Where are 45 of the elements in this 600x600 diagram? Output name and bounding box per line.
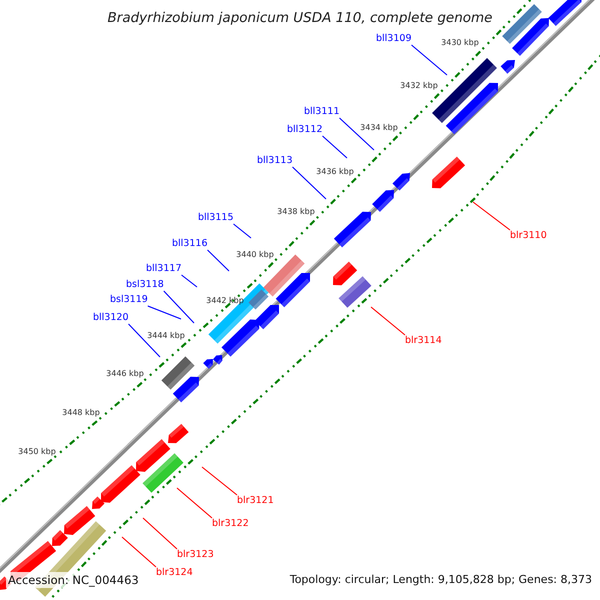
- leader-line: [176, 488, 212, 518]
- position-label: 3448 kbp: [62, 408, 100, 418]
- leader-line: [181, 274, 198, 288]
- genome-summary-text: Topology: circular; Length: 9,105,828 bp; Genes: 8,373: [288, 572, 594, 588]
- gene-label: bll3112: [287, 124, 322, 136]
- gene-label: bll3113: [257, 155, 292, 167]
- leader-line: [322, 136, 348, 158]
- gene-label: bll3115: [198, 212, 234, 224]
- leader-line: [292, 166, 326, 200]
- leader-line: [163, 290, 194, 324]
- gene-label: blr3121: [237, 495, 274, 507]
- gene-label: bll3120: [93, 312, 128, 324]
- gene-label: bsl3118: [126, 279, 164, 291]
- position-label: 3438 kbp: [277, 207, 315, 217]
- position-label: 3444 kbp: [147, 331, 185, 341]
- leader-line: [339, 118, 374, 150]
- leader-line: [411, 44, 448, 76]
- gene-label: bsl3119: [110, 294, 148, 306]
- leader-line: [147, 306, 182, 320]
- position-label: 3434 kbp: [360, 123, 398, 133]
- gene-label: blr3124: [156, 567, 193, 579]
- gene-label: blr3122: [212, 518, 249, 530]
- position-label: 3436 kbp: [316, 167, 354, 177]
- leader-line: [207, 250, 230, 272]
- position-label: 3442 kbp: [206, 296, 244, 306]
- leader-line: [472, 202, 510, 230]
- gene-label: bll3109: [376, 33, 412, 45]
- gene-label: bll3116: [172, 238, 208, 250]
- leader-line: [202, 466, 238, 496]
- leader-line: [128, 324, 160, 358]
- gene-label: blr3123: [177, 549, 214, 561]
- leader-line: [233, 224, 252, 238]
- leader-line: [370, 306, 406, 336]
- position-label: 3450 kbp: [18, 447, 56, 457]
- gene-label: blr3110: [510, 230, 547, 242]
- leader-line: [142, 518, 178, 550]
- position-label: 3430 kbp: [441, 38, 479, 48]
- gene-label: blr3114: [405, 335, 442, 347]
- map-title: Bradyrhizobium japonicum USDA 110, complete genome: [106, 9, 494, 27]
- gene-label: bll3111: [304, 106, 340, 118]
- position-label: 3432 kbp: [400, 81, 438, 91]
- gene-label: bll3117: [146, 263, 182, 275]
- position-label: 3440 kbp: [236, 250, 274, 260]
- position-label: 3446 kbp: [106, 369, 144, 379]
- leader-line: [122, 536, 156, 568]
